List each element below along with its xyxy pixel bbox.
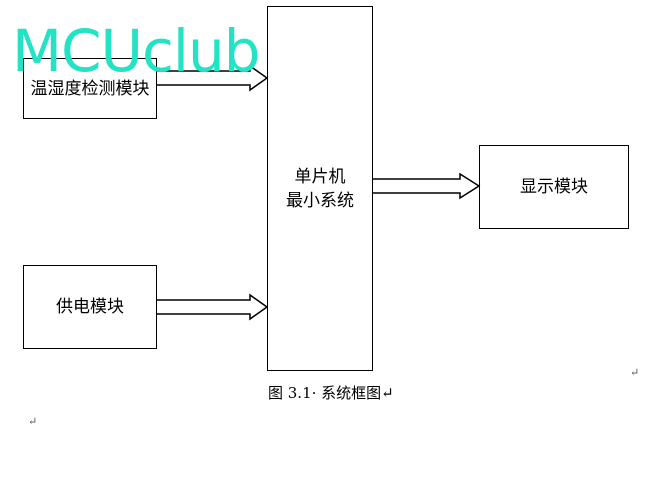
arrow-sensor-to-mcu (157, 64, 269, 92)
paragraph-mark: ↵ (28, 415, 38, 428)
power-module-label: 供电模块 (56, 297, 124, 317)
figure-caption: 图 3.1· 系统框图↵ (268, 384, 394, 402)
display-module-label: 显示模块 (520, 177, 588, 197)
paragraph-mark: ↵ (630, 366, 640, 379)
sensor-module-box: 温湿度检测模块 (23, 58, 157, 119)
mcu-system-box: 单片机 最小系统 (267, 6, 373, 371)
power-module-box: 供电模块 (23, 265, 157, 349)
mcu-label-line1: 单片机 (294, 166, 346, 187)
sensor-module-label: 温湿度检测模块 (30, 78, 150, 99)
arrow-power-to-mcu (157, 293, 269, 321)
display-module-box: 显示模块 (479, 145, 629, 229)
watermark-logo: MCUclub (12, 17, 261, 85)
mcu-label-line2: 最小系统 (286, 190, 354, 211)
arrow-mcu-to-display (373, 172, 481, 200)
